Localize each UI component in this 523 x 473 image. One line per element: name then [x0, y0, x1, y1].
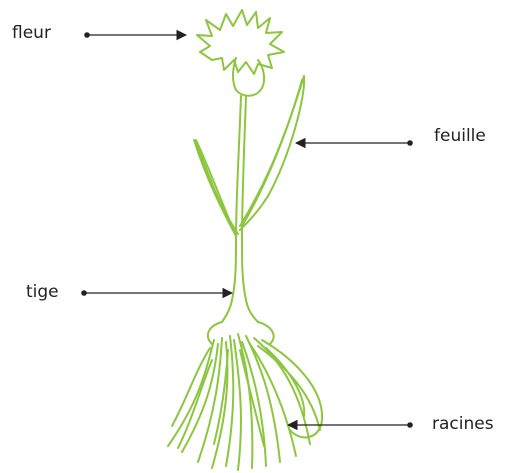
leaf-shapes	[194, 76, 304, 236]
label-feuille: feuille	[434, 126, 486, 146]
leader-lines	[82, 33, 412, 427]
label-tige: tige	[26, 282, 59, 302]
root-shapes	[168, 322, 322, 470]
flower-shape	[197, 10, 284, 96]
label-racines: racines	[432, 414, 494, 434]
label-fleur: fleur	[12, 23, 51, 43]
